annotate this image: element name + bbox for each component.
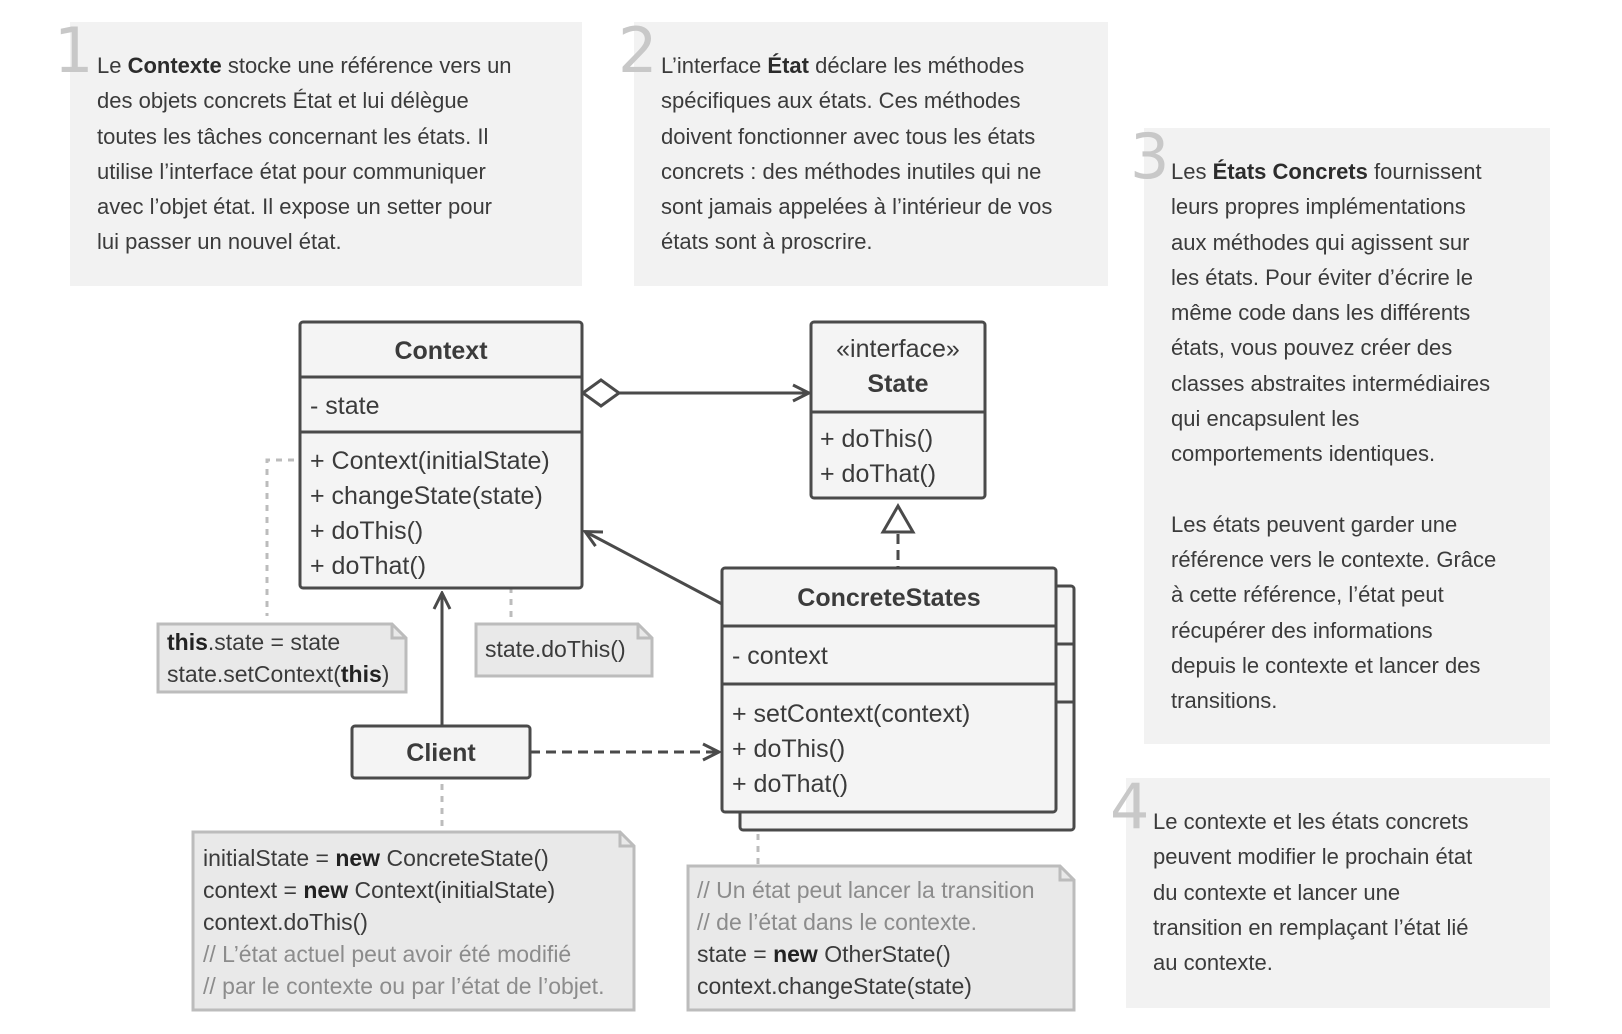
class-method: + setContext(context) [732, 700, 970, 728]
class-state-interface: «interface» State + doThis() + doThat() [809, 320, 987, 500]
class-field: - state [310, 392, 379, 420]
callout-text: Les États Concrets fournissent leurs pro… [1171, 154, 1546, 718]
callout-text-bold: États Concrets [1212, 159, 1368, 184]
note-do-this: state.doThis() [474, 622, 654, 678]
callout-text: Le contexte et les états concrets peuven… [1153, 809, 1473, 976]
callout-text-post: stocke une référence vers un des objets … [97, 53, 512, 255]
callout-text-pre: Les [1171, 159, 1213, 184]
code-comment: // Un état peut lancer la transition [697, 877, 1035, 903]
callout-transition-description: 4 Le contexte et les états concrets peuv… [1110, 776, 1550, 1008]
note-connector-context-ctor [265, 458, 306, 616]
code-keyword: new [773, 941, 818, 967]
callout-context-description: 1 Le Contexte stocke une référence vers … [54, 20, 582, 286]
code-keyword: this [341, 661, 382, 687]
realization-triangle [880, 502, 916, 534]
class-method: + doThat() [732, 770, 848, 798]
class-client: Client [350, 724, 532, 780]
callout-text-bold: Contexte [127, 53, 222, 78]
code-text: Context(initialState) [348, 877, 555, 903]
callout-text-bold: État [767, 53, 809, 78]
callout-number: 3 [1130, 120, 1170, 193]
callout-text-pre: L’interface [661, 53, 768, 78]
code-text: state.setContext( [167, 661, 341, 687]
class-name: State [867, 370, 928, 398]
svg-text:state = new OtherState(): state = new OtherState() [697, 941, 951, 967]
class-method: + Context(initialState) [310, 447, 550, 475]
code-text: context.changeState(state) [697, 973, 972, 999]
callout-text-pre: Le [97, 53, 128, 78]
code-comment: // L’état actuel peut avoir été modifié [203, 941, 571, 967]
callout-concrete-states-description: 3 Les États Concrets fournissent leurs p… [1130, 126, 1550, 744]
callout-text-post: déclare les méthodes spécifiques aux éta… [661, 53, 1053, 255]
code-text: state.doThis() [485, 636, 626, 662]
class-context: Context - state + Context(initialState) … [298, 320, 584, 590]
code-text: context.doThis() [203, 909, 368, 935]
callout-number: 2 [618, 14, 658, 87]
class-method: + doThat() [820, 460, 936, 488]
class-name: ConcreteStates [797, 584, 980, 612]
class-concrete-states: ConcreteStates - context + setContext(co… [720, 566, 1076, 832]
code-keyword: new [303, 877, 348, 903]
class-stereotype: «interface» [836, 335, 960, 363]
note-context-ctor: this.state = state state.setContext(this… [156, 622, 408, 694]
callout-state-interface-description: 2 L’interface État déclare les méthodes … [618, 20, 1108, 286]
aggregation-diamond [580, 378, 622, 408]
class-method: + doThis() [310, 517, 423, 545]
svg-text:state.setContext(this): state.setContext(this) [167, 661, 389, 687]
callout-text-second-paragraph: Les états peuvent garder une référence v… [1171, 511, 1497, 714]
callout-text-post: fournissent leurs propres implémentation… [1171, 159, 1491, 467]
svg-text:initialState = new ConcreteSta: initialState = new ConcreteState() [203, 845, 549, 871]
callout-text: L’interface État déclare les méthodes sp… [661, 48, 1101, 260]
class-method: + doThat() [310, 552, 426, 580]
callout-number: 1 [54, 14, 94, 87]
concrete-to-context-arrow [586, 532, 723, 606]
code-comment: // de l’état dans le contexte. [697, 909, 977, 935]
svg-text:context = new Context(initialS: context = new Context(initialState) [203, 877, 555, 903]
code-text: context = [203, 877, 303, 903]
code-keyword: this [167, 629, 208, 655]
class-field: - context [732, 642, 828, 670]
note-concrete-code: // Un état peut lancer la transition // … [686, 864, 1076, 1012]
svg-text:this.state = state: this.state = state [167, 629, 340, 655]
code-text: ConcreteState() [380, 845, 549, 871]
code-text: OtherState() [818, 941, 951, 967]
code-text: .state = state [208, 629, 340, 655]
class-method: + changeState(state) [310, 482, 543, 510]
code-text: ) [382, 661, 390, 687]
class-name: Client [406, 739, 476, 767]
note-client-code: initialState = new ConcreteState() conte… [191, 830, 636, 1012]
class-name: Context [394, 337, 488, 365]
callout-number: 4 [1110, 770, 1150, 843]
class-method: + doThis() [732, 735, 845, 763]
callout-text: Le Contexte stocke une référence vers un… [97, 48, 577, 260]
code-keyword: new [335, 845, 380, 871]
code-text: state = [697, 941, 773, 967]
class-method: + doThis() [820, 425, 933, 453]
code-text: initialState = [203, 845, 335, 871]
code-comment: // par le contexte ou par l’état de l’ob… [203, 973, 604, 999]
